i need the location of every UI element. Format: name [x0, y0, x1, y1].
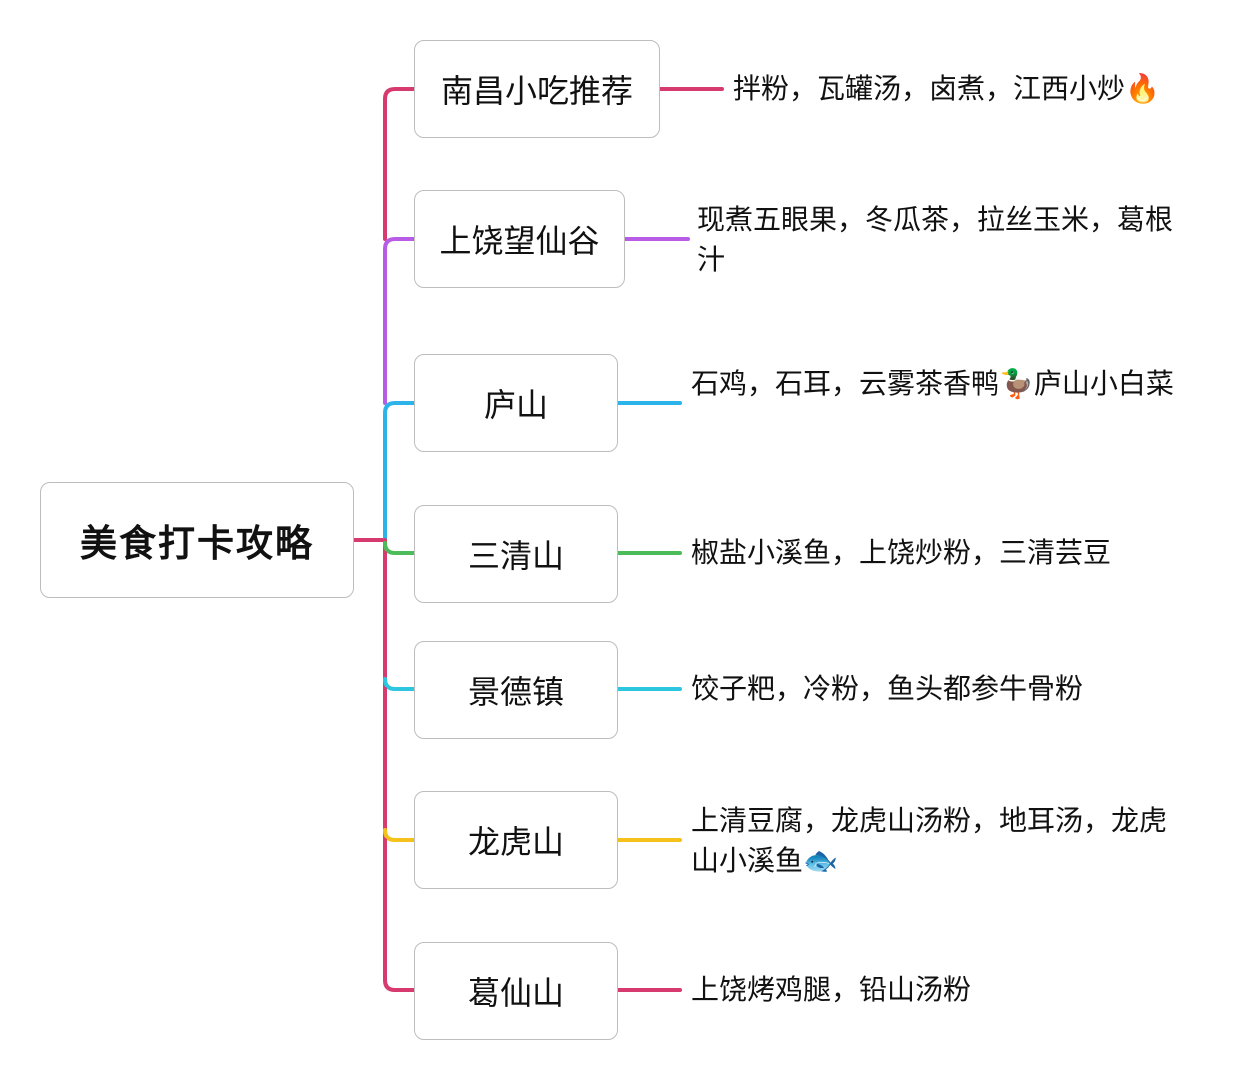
leaf-text-nanchang[interactable]: 拌粉，瓦罐汤，卤煮，江西小炒🔥	[733, 72, 1160, 105]
leaf-text-gexianshan[interactable]: 上饶烤鸡腿，铅山汤粉	[691, 973, 972, 1006]
branch-connector	[383, 677, 416, 691]
branch-connector	[383, 541, 416, 555]
branch-node-nanchang[interactable]: 南昌小吃推荐	[414, 40, 660, 138]
branch-node-jingdezhen[interactable]: 景德镇	[414, 641, 618, 739]
branch-label: 南昌小吃推荐	[440, 72, 633, 110]
branch-label: 景德镇	[467, 673, 564, 711]
branch-connector	[383, 401, 416, 542]
leaf-text-jingdezhen[interactable]: 饺子粑，冷粉，鱼头都参牛骨粉	[691, 672, 1084, 705]
branch-node-sanqingshan[interactable]: 三清山	[414, 505, 618, 603]
root-label: 美食打卡攻略	[80, 522, 314, 565]
branch-node-wangxiangu[interactable]: 上饶望仙谷	[414, 190, 625, 288]
branch-label: 三清山	[467, 537, 564, 575]
branch-node-longhushan[interactable]: 龙虎山	[414, 791, 618, 889]
leaf-text-lushan[interactable]: 石鸡，石耳，云雾茶香鸭🦆庐山小白菜	[691, 367, 1174, 400]
leaf-text-sanqingshan[interactable]: 椒盐小溪鱼，上饶炒粉，三清芸豆	[691, 536, 1112, 569]
branch-connector	[383, 838, 416, 992]
branch-node-lushan[interactable]: 庐山	[414, 354, 618, 452]
branch-label: 龙虎山	[467, 823, 564, 861]
branch-node-gexianshan[interactable]: 葛仙山	[414, 942, 618, 1040]
branch-label: 葛仙山	[467, 974, 564, 1012]
branch-connector	[383, 87, 416, 241]
leaf-text-wangxiangu[interactable]: 现煮五眼果，冬瓜茶，拉丝玉米，葛根汁	[697, 203, 1174, 276]
root-node[interactable]: 美食打卡攻略	[40, 482, 354, 598]
branch-label: 上饶望仙谷	[439, 222, 600, 260]
branch-connector	[383, 828, 416, 842]
branch-label: 庐山	[483, 386, 548, 424]
branch-connector	[383, 237, 416, 405]
leaf-text-longhushan[interactable]: 上清豆腐，龙虎山汤粉，地耳汤，龙虎山小溪鱼🐟	[691, 804, 1168, 877]
